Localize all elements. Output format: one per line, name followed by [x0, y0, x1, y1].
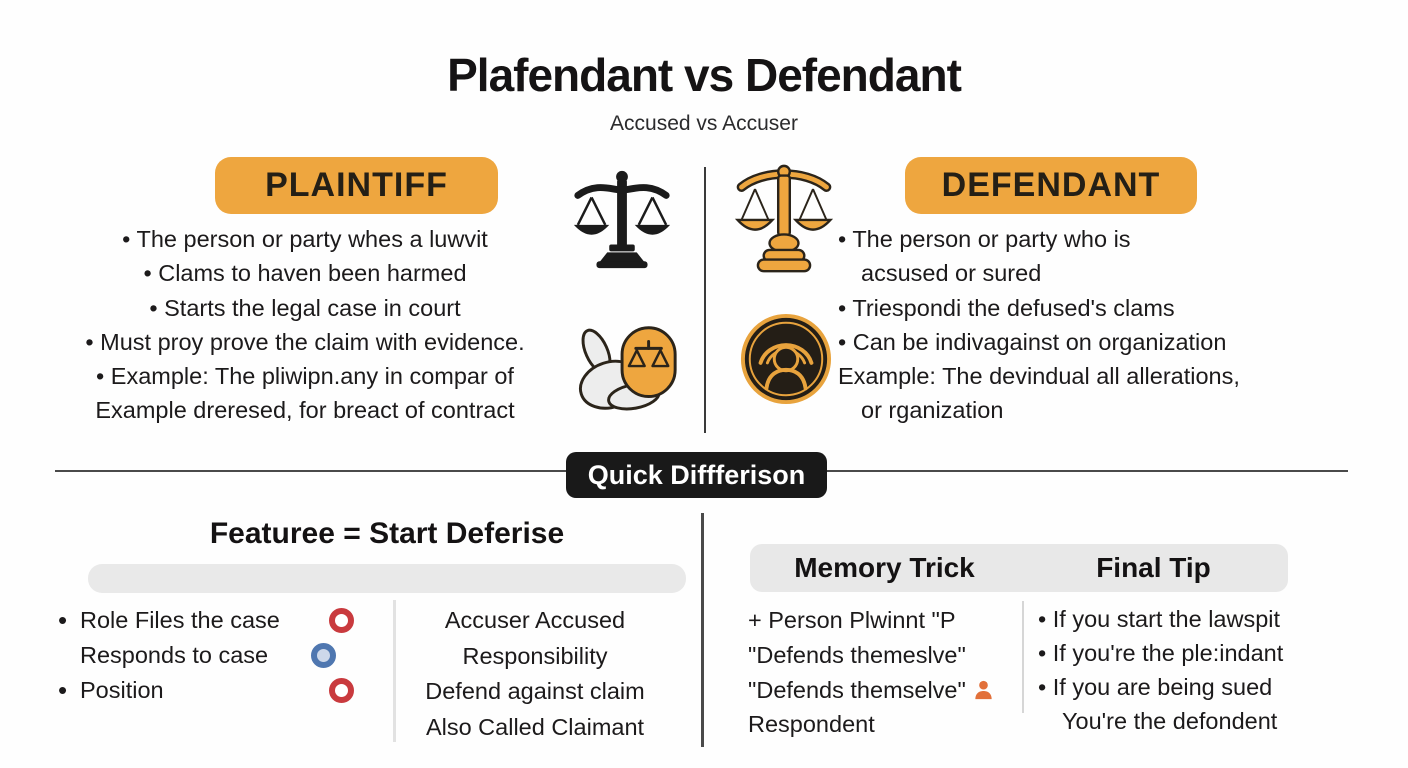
memory-trick-heading: Memory Trick	[794, 552, 975, 583]
feature-row: Responds to case	[58, 638, 358, 673]
person-silhouette-icon	[975, 680, 992, 699]
person-in-circle-icon	[740, 313, 832, 405]
final-tip-list: • If you start the lawspit • If you're t…	[1038, 602, 1338, 738]
bottom-center-divider	[701, 513, 704, 747]
scales-of-justice-black-icon	[573, 170, 671, 269]
alias-list: Accuser Accused Responsibility Defend ag…	[400, 603, 670, 745]
plaintiff-badge: PLAINTIFF	[215, 157, 498, 214]
status-ring-icon	[329, 608, 354, 633]
page-title: Plafendant vs Defendant	[447, 49, 962, 101]
final-tip-line: • If you start the lawspit	[1038, 606, 1281, 632]
memory-line: Respondent	[748, 711, 875, 738]
plaintiff-line: Example dreresed, for breact of contract	[95, 397, 515, 424]
bottom-right-header-bar: Memory Trick Final Tip	[750, 544, 1288, 592]
alias-line: Defend against claim	[425, 678, 645, 705]
memory-line: "Defends themeslve"	[748, 641, 966, 668]
scales-of-justice-orange-icon	[734, 164, 834, 273]
top-section-divider	[704, 167, 706, 433]
features-rows: • Role Files the case Responds to case •…	[58, 603, 358, 708]
feature-label: Position	[80, 677, 164, 703]
memory-line-text: "Defends themselve"	[748, 676, 966, 703]
defendant-badge: DEFENDANT	[905, 157, 1197, 214]
defendant-line: • The person or party who is	[838, 226, 1131, 252]
feature-row: • Position	[58, 673, 358, 708]
final-tip-heading: Final Tip	[1096, 552, 1211, 583]
defendant-line: • Can be indivagainst on organization	[838, 328, 1227, 355]
feature-label: Responds to case	[80, 642, 269, 668]
feature-label: Role Files the case	[80, 607, 280, 633]
features-column-divider	[393, 600, 396, 742]
plaintiff-line: • Starts the legal case in court	[149, 294, 461, 321]
memory-final-divider	[1022, 601, 1024, 713]
plaintiff-bullet-list: • The person or party whes a luwvit • Cl…	[40, 222, 570, 428]
alias-line: Also Called Claimant	[425, 713, 645, 740]
features-header-bar	[88, 564, 686, 593]
bullet-dot: •	[58, 675, 68, 705]
plaintiff-line: • Example: The pliwipn.any in compar of	[96, 363, 514, 390]
memory-trick-list: + Person Plwinnt "P "Defends themeslve" …	[748, 603, 1033, 742]
quick-difference-badge: Quick Diffferison	[566, 452, 827, 498]
defendant-bullet-list: • The person or party who is acsused or …	[838, 222, 1308, 428]
page-subtitle: Accused vs Accuser	[610, 112, 798, 135]
hand-holding-scales-icon	[578, 326, 677, 411]
plaintiff-line: • Clams to haven been harmed	[143, 260, 467, 287]
defendant-line: • Triespondi the defused's clams	[838, 294, 1175, 321]
alias-line: Responsibility	[462, 642, 608, 669]
status-ring-icon	[311, 643, 336, 668]
plaintiff-line: • Must proy prove the claim with evidenc…	[85, 328, 525, 355]
alias-line: Accuser Accused	[444, 607, 626, 633]
defendant-line: acsused or sured	[861, 260, 1042, 287]
defendant-line: Example: The devindual all allerations,	[838, 363, 1240, 390]
final-tip-line: • If you're the ple:indant	[1038, 640, 1284, 666]
features-heading: Featuree = Start Deferise	[209, 517, 565, 550]
bullet-dot: •	[58, 605, 68, 635]
final-tip-line: You're the defondent	[1062, 708, 1278, 734]
defendant-line: or rganization	[861, 397, 1004, 424]
plaintiff-line: • The person or party whes a luwvit	[122, 226, 488, 252]
memory-line: + Person Plwinnt "P	[748, 607, 956, 633]
feature-row: • Role Files the case	[58, 603, 358, 638]
memory-line: "Defends themselve"	[748, 673, 1033, 708]
final-tip-line: • If you are being sued	[1038, 674, 1273, 700]
status-ring-icon	[329, 678, 354, 703]
